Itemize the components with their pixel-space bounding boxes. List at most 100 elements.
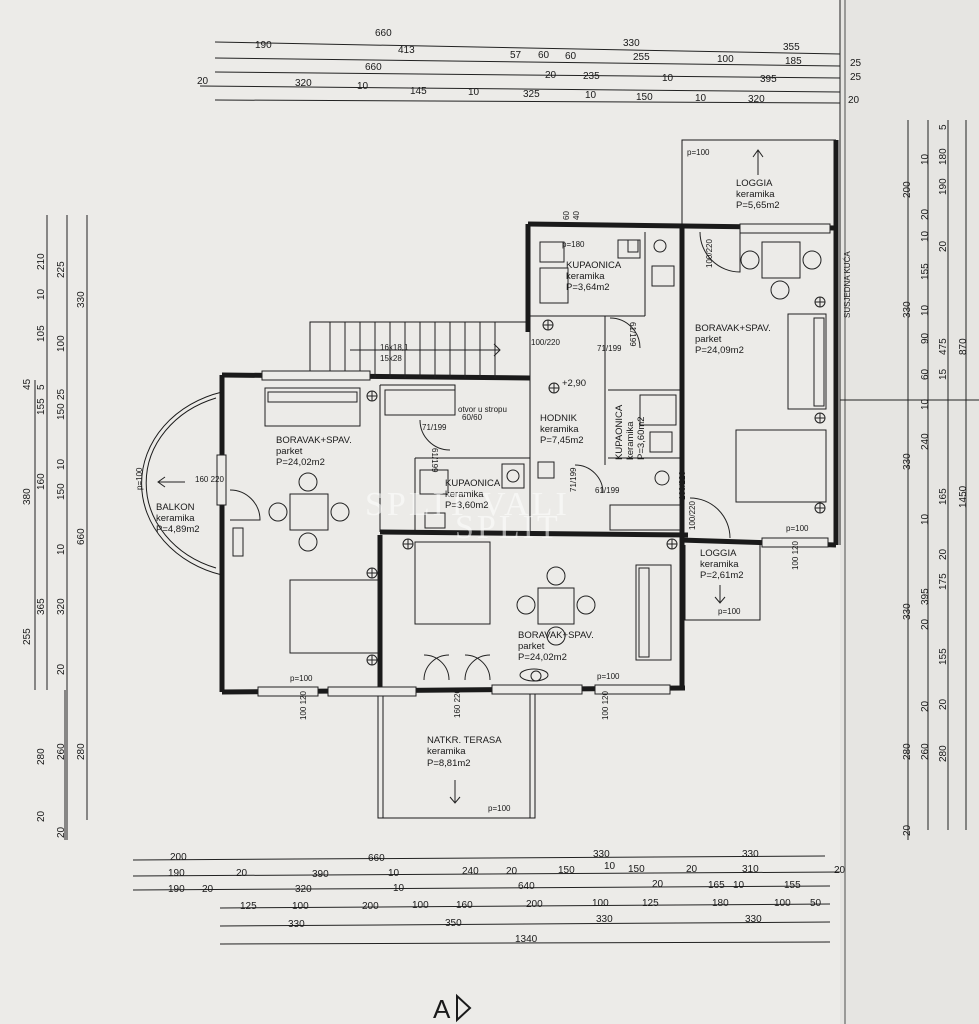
dim-right-330b: 330	[902, 453, 913, 470]
boravak-left-area: P=24,02m2	[276, 457, 325, 468]
bottom-dimension-lines	[132, 855, 841, 945]
dim-right-10b: 10	[920, 230, 931, 242]
win-100-120-b: 100 120	[601, 691, 610, 720]
dim-bot-20f: 20	[652, 879, 664, 890]
dim-left-380: 380	[22, 488, 33, 505]
balkon-name: BALKON	[156, 502, 195, 513]
balkon-p: p=100	[135, 467, 144, 490]
dim-left-160: 160	[36, 473, 47, 490]
dim-bot-20a: 20	[236, 868, 248, 879]
watermark-sub: SPLIT	[455, 509, 561, 546]
dim-bot-100d: 100	[774, 898, 791, 909]
dim-bot-20d: 20	[834, 865, 846, 876]
dim-right-5: 5	[938, 124, 949, 130]
furniture	[232, 239, 827, 661]
door-61-199-b: 61/199	[430, 448, 439, 473]
dim-bot-10b: 10	[604, 861, 616, 872]
door-61-199-c: 61/199	[595, 486, 620, 495]
stairs-dim-2: 15x28	[380, 354, 402, 363]
dim-left-45: 45	[22, 378, 33, 390]
top-dimension-labels: 660 330 355 190 413 57 60 60 255 100 185…	[197, 28, 862, 106]
win-160-220-b: 160 220	[453, 689, 462, 718]
right-dimension-labels: 5 10 180 190 200 20 20 10 155 330 10 90 …	[902, 124, 969, 836]
dim-bot-150b: 150	[628, 864, 645, 875]
kupaonica-right-finish: keramika	[625, 421, 636, 460]
dim-right-330c: 330	[902, 603, 913, 620]
hodnik-finish: keramika	[540, 424, 579, 435]
p100-b: p=100	[597, 672, 620, 681]
dim-top-10c: 10	[468, 87, 480, 98]
dim-left-320: 320	[56, 598, 67, 615]
dim-right-90: 90	[920, 332, 931, 344]
hodnik-name: HODNIK	[540, 413, 578, 424]
dim-top-20a: 20	[545, 70, 557, 81]
boravak-right-name: BORAVAK+SPAV.	[695, 323, 771, 334]
windows	[216, 223, 831, 697]
watermark-text: SPLIT VALI	[365, 486, 570, 523]
dim-right-10e: 10	[920, 513, 931, 525]
dim-bot-390: 390	[312, 869, 329, 880]
dim-bot-200: 200	[170, 852, 187, 863]
dim-bot-640: 640	[518, 881, 535, 892]
dim-right-165: 165	[938, 488, 949, 505]
loggia-bottom-finish: keramika	[700, 559, 739, 570]
dim-bot-20c: 20	[686, 864, 698, 875]
dim-right-260: 260	[920, 743, 931, 760]
door-100-220: 100/220	[531, 338, 560, 347]
dim-right-180: 180	[938, 148, 949, 165]
terasa-finish: keramika	[427, 746, 466, 757]
dim-left-10: 10	[36, 288, 47, 300]
dim-right-20d: 20	[920, 618, 931, 630]
dim-bot-1340: 1340	[515, 934, 538, 945]
small-60: 60	[562, 211, 571, 220]
dim-left-225: 225	[56, 261, 67, 278]
dim-right-200: 200	[902, 181, 913, 198]
dim-bot-330e: 330	[745, 914, 762, 925]
dim-top-320a: 320	[295, 78, 312, 89]
neighbor-label: SUSJEDNA KUĆA	[843, 251, 852, 318]
dim-left-210: 210	[36, 253, 47, 270]
otvor-label: otvor u stropu	[458, 405, 507, 414]
dim-bot-200b: 200	[526, 899, 543, 910]
dim-right-1450: 1450	[958, 485, 969, 508]
p100-c: p=100	[786, 524, 809, 533]
dim-right-20e: 20	[920, 700, 931, 712]
dim-right-20f: 20	[938, 698, 949, 710]
dim-right-10d: 10	[920, 398, 931, 410]
dim-right-20c: 20	[938, 548, 949, 560]
stairs-dim-1: 16x18,1	[380, 343, 409, 352]
dim-top-57: 57	[510, 50, 522, 61]
dim-top-10d: 10	[585, 90, 597, 101]
dim-right-190: 190	[938, 178, 949, 195]
top-dimension-lines	[199, 41, 841, 104]
kupaonica-mid-name: KUPAONICA	[445, 478, 501, 489]
door-61-199-a: 61/199	[628, 322, 637, 347]
win-100-120-c: 100 120	[791, 541, 800, 570]
dim-top-190: 190	[255, 40, 272, 51]
dim-left-10b: 10	[56, 458, 67, 470]
dim-top-60b: 60	[565, 51, 577, 62]
otvor-dim: 60/60	[462, 413, 483, 422]
kupaonica-top-p: p=180	[562, 240, 585, 249]
dim-left-330: 330	[76, 291, 87, 308]
dim-top-185: 185	[785, 56, 802, 67]
door-71-199-c: 71/199	[569, 467, 578, 492]
room-labels: p=100 LOGGIA keramika P=5,65m2 p=180 KUP…	[135, 148, 780, 813]
win-100-120-a: 100 120	[299, 691, 308, 720]
balkon-area: P=4,89m2	[156, 524, 200, 535]
terasa-area: P=8,81m2	[427, 758, 471, 769]
dim-left-280b: 280	[76, 743, 87, 760]
door-100-220-d: 100/220	[678, 471, 687, 500]
dim-top-20b: 20	[197, 76, 209, 87]
door-swings	[229, 231, 741, 681]
dim-top-60a: 60	[538, 50, 550, 61]
kupaonica-right-area: P=3,60m2	[636, 416, 647, 460]
door-100-220-b: 100/220	[705, 239, 714, 268]
dim-top-10e: 10	[695, 93, 707, 104]
win-160-220: 160 220	[195, 475, 224, 484]
dim-left-255: 255	[22, 628, 33, 645]
boravak-left-name: BORAVAK+SPAV.	[276, 435, 352, 446]
boravak-right-finish: parket	[695, 334, 722, 345]
loggia-bottom-p: p=100	[718, 607, 741, 616]
dim-top-25b: 25	[850, 72, 862, 83]
